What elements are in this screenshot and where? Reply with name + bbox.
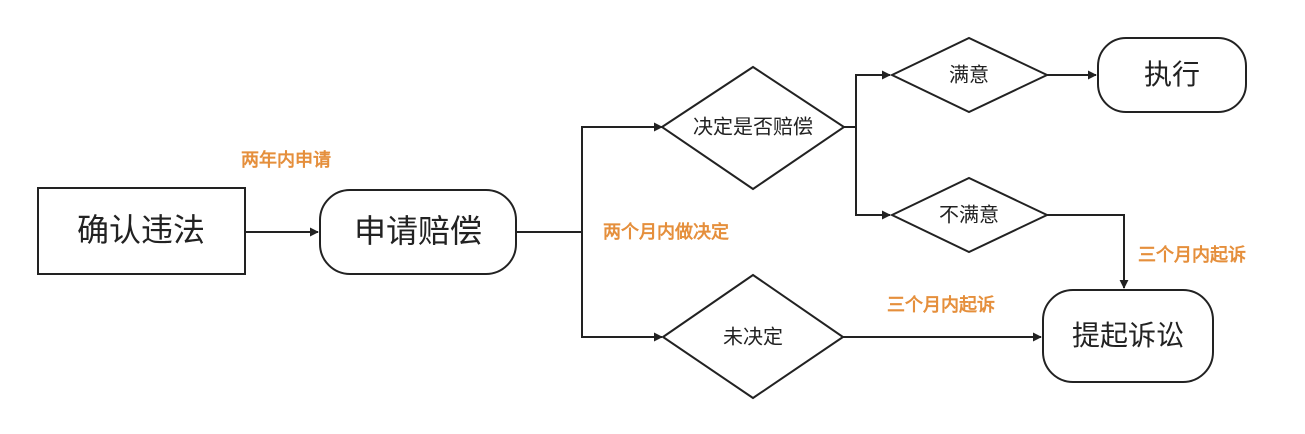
node-unsatisfied-label: 不满意 xyxy=(939,203,999,227)
node-decide-label: 决定是否赔偿 xyxy=(693,115,813,139)
edge-decide-to-satisfied xyxy=(844,70,891,128)
label-three-months-sue-unsatisfied: 三个月内起诉 xyxy=(1138,244,1246,266)
node-execute: 执行 xyxy=(1097,37,1247,113)
node-confirm-label: 确认违法 xyxy=(77,211,205,249)
node-undecided-label: 未决定 xyxy=(723,325,783,349)
node-file-lawsuit: 提起诉讼 xyxy=(1042,289,1214,383)
node-confirm-violation: 确认违法 xyxy=(37,187,246,275)
node-unsatisfied: 不满意 xyxy=(889,176,1050,254)
edge-decide-to-unsatisfied xyxy=(844,126,891,220)
node-satisfied-label: 满意 xyxy=(949,63,989,87)
node-undecided: 未决定 xyxy=(661,273,845,400)
label-three-months-sue-undecided: 三个月内起诉 xyxy=(887,294,995,316)
edge-branch-to-undecided xyxy=(581,232,663,342)
node-sue-label: 提起诉讼 xyxy=(1072,319,1184,352)
node-execute-label: 执行 xyxy=(1144,58,1200,91)
node-apply-label: 申请赔偿 xyxy=(354,212,482,250)
node-apply-compensation: 申请赔偿 xyxy=(319,189,517,275)
node-satisfied: 满意 xyxy=(889,36,1050,114)
label-two-months-decide: 两个月内做决定 xyxy=(603,221,729,243)
node-decide-compensation: 决定是否赔偿 xyxy=(660,65,846,191)
edge-unsatisfied-to-sue xyxy=(1047,214,1129,289)
label-two-years-apply: 两年内申请 xyxy=(241,149,331,171)
edge-branch-to-decide xyxy=(581,122,663,232)
